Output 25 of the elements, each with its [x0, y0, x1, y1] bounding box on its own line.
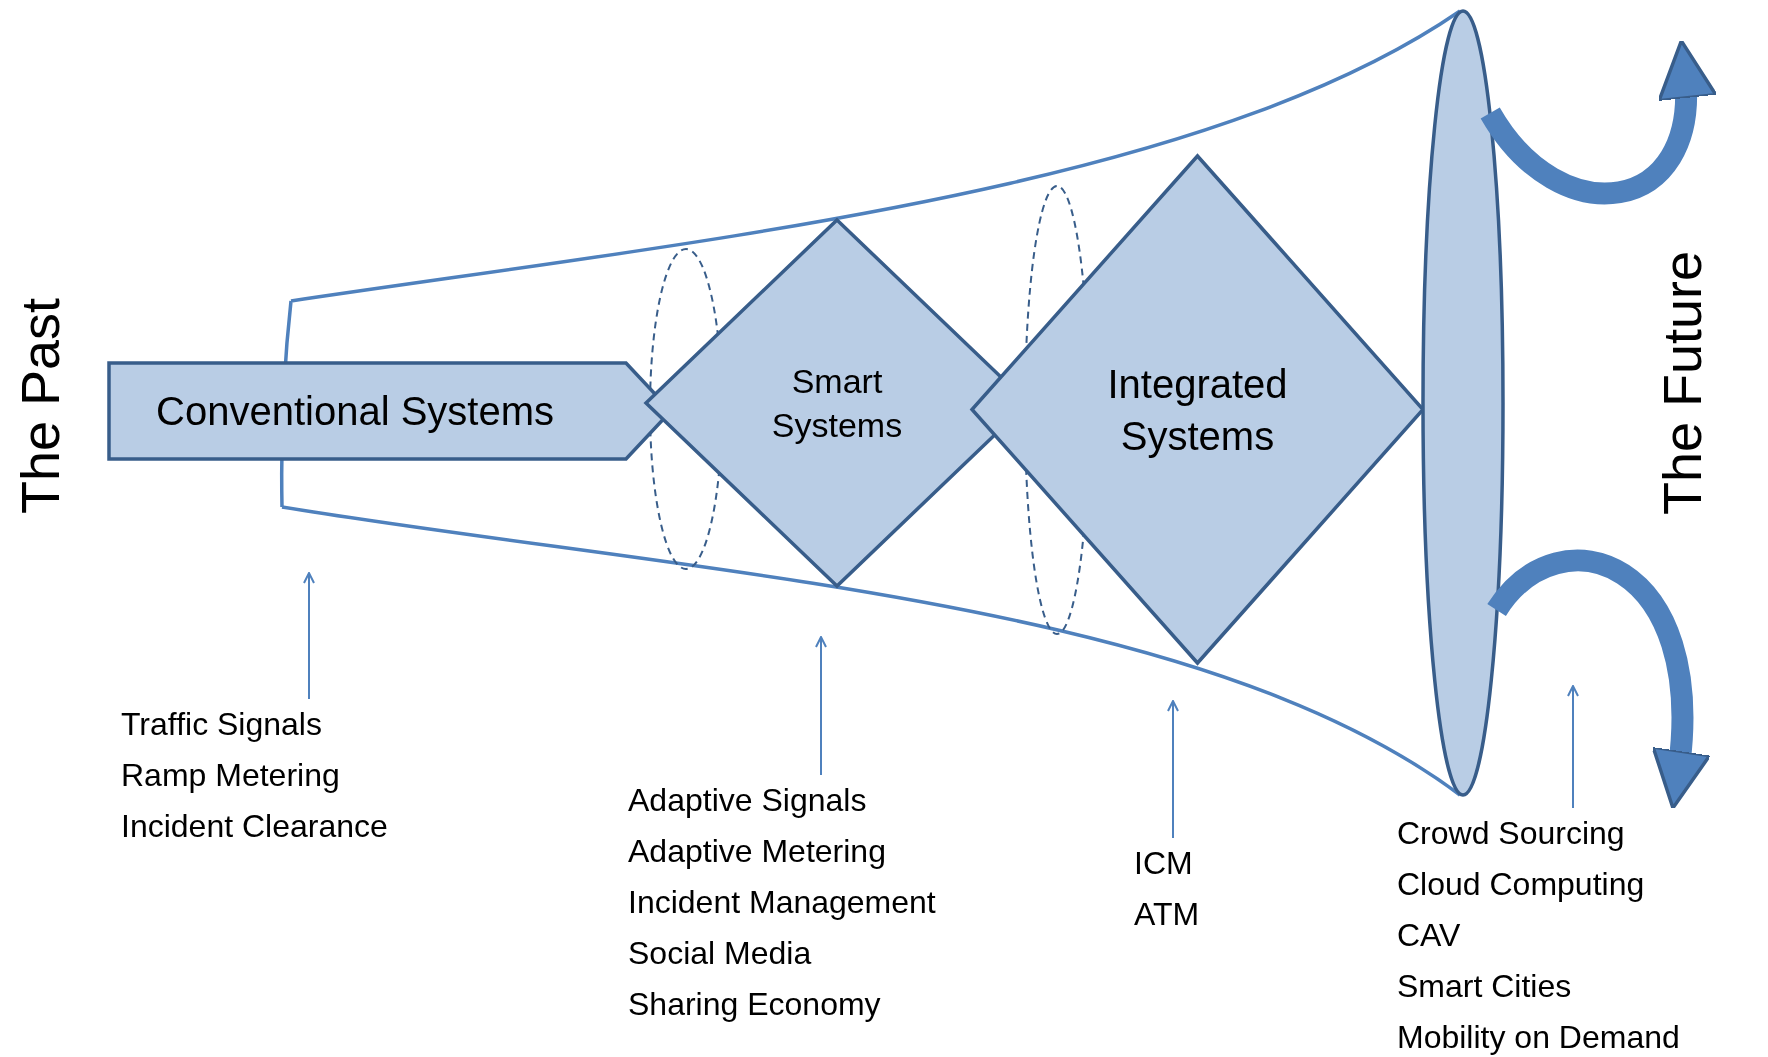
list-item: CAV — [1397, 916, 1462, 955]
arrow — [1167, 700, 1179, 839]
list-item: Ramp Metering — [121, 756, 341, 795]
side-label: The Past — [9, 297, 72, 515]
list-item: Mobility on Demand — [1397, 1018, 1681, 1057]
list-item: Smart Cities — [1397, 967, 1573, 1006]
curved-block-arrow — [1481, 38, 1716, 205]
list-item: Crowd Sourcing — [1397, 814, 1626, 853]
list-item: Social Media — [628, 934, 813, 973]
list-item: Adaptive Signals — [628, 781, 868, 820]
node-label: Conventional Systems — [156, 388, 554, 435]
list-item: Incident Management — [628, 883, 937, 922]
side-label: The Future — [1651, 250, 1714, 516]
list-item: ICM — [1134, 844, 1194, 883]
list-item: Traffic Signals — [121, 705, 323, 744]
list-item: Sharing Economy — [628, 985, 882, 1024]
node-label: Smart Systems — [770, 360, 904, 446]
list-item: ATM — [1134, 895, 1201, 934]
arrow — [303, 572, 315, 700]
arrow — [815, 636, 827, 776]
arrow — [1567, 685, 1579, 809]
list-item: Incident Clearance — [121, 807, 389, 846]
node-label: Integrated Systems — [1106, 360, 1289, 460]
list-item: Adaptive Metering — [628, 832, 887, 871]
list-item: Cloud Computing — [1397, 865, 1646, 904]
